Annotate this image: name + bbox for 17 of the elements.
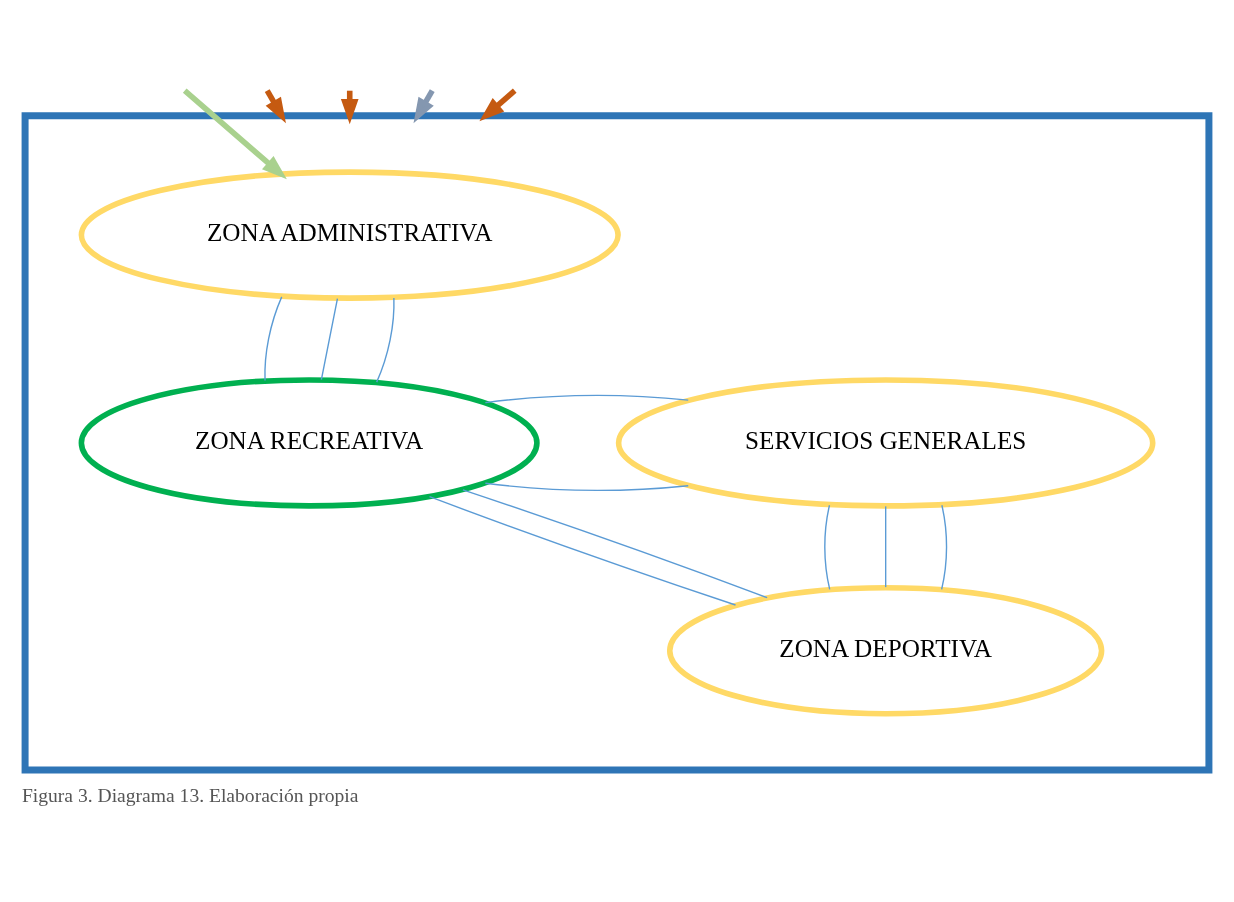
node-ellipse: SERVICIOS GENERALES — [615, 376, 1156, 509]
connector — [462, 488, 768, 598]
cluster — [21, 111, 1213, 773]
connector — [320, 297, 339, 380]
arrow — [479, 88, 517, 121]
connector — [940, 504, 948, 590]
connector — [484, 394, 689, 403]
connector — [428, 495, 737, 606]
connector — [376, 296, 395, 383]
node-ellipse: ZONA DEPORTIVA — [666, 584, 1105, 716]
node-ellipse: ZONA RECREATIVA — [78, 376, 540, 509]
connector — [484, 482, 689, 491]
caption: Figura 3. Diagrama 13. Elaboración propia — [21, 784, 359, 806]
connector — [264, 295, 283, 381]
connector — [824, 504, 831, 590]
connector — [884, 505, 887, 588]
node-ellipse: ZONA ADMINISTRATIVA — [78, 168, 621, 301]
